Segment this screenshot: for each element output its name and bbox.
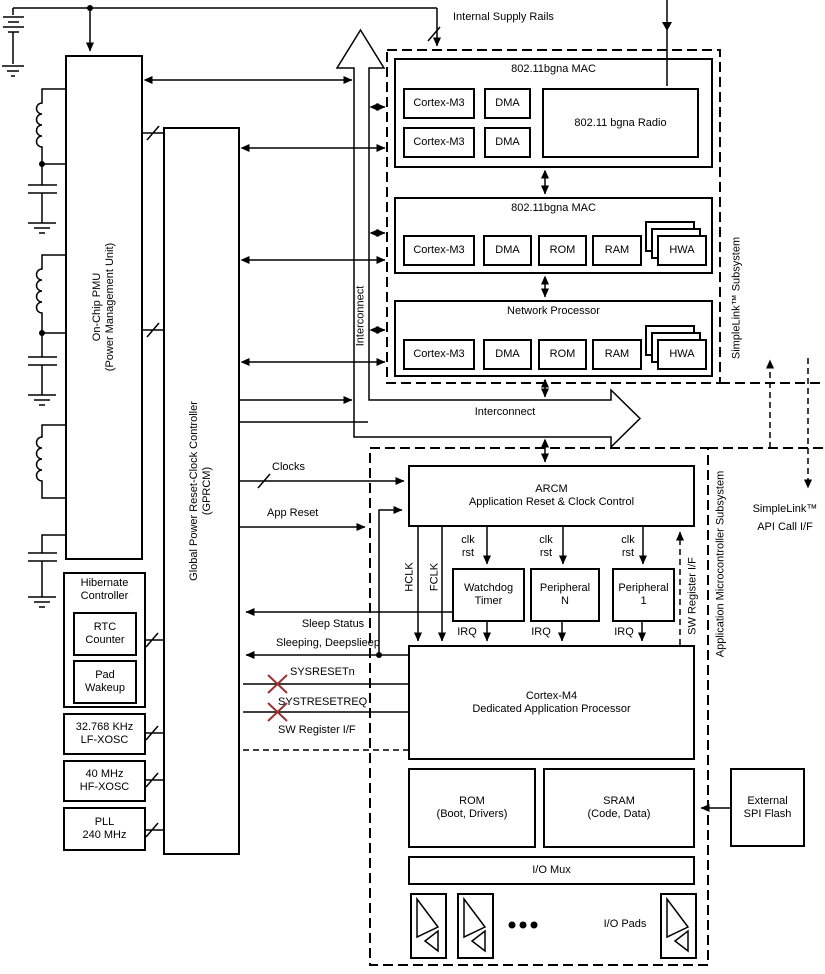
interconnect-horizontal-label: Interconnect	[474, 406, 536, 418]
io-pad-2	[457, 893, 494, 959]
rom-block: ROM(Boot, Drivers)	[408, 768, 536, 848]
np-rom: ROM	[538, 339, 587, 370]
io-pad-1	[410, 893, 447, 959]
gprcm-simplelink-wires	[240, 103, 386, 423]
mac1-dma-bottom: DMA	[484, 127, 531, 158]
pmu-wires	[143, 76, 353, 338]
mac2-cortex-m3: Cortex-M3	[403, 235, 475, 266]
sysresetn-label: SYSRESETn	[290, 666, 355, 678]
api-call-dashed-arrows	[766, 358, 812, 489]
reset-x-marks	[267, 674, 288, 722]
clocks-label: Clocks	[272, 461, 306, 473]
subsystem-dashed-borders	[369, 49, 823, 966]
io-pad-buffer-icon	[463, 896, 487, 953]
gprcm-block	[163, 127, 240, 855]
interconnect-arrow-shape	[335, 28, 642, 449]
np-hwa: HWA	[657, 339, 707, 370]
rst-label-3: rst	[621, 547, 635, 559]
mac2-rom: ROM	[538, 235, 587, 266]
api-call-label-line2: API Call I/F	[757, 521, 813, 533]
radio-block: 802.11 bgna Radio	[542, 88, 699, 158]
rst-label-1: rst	[461, 547, 475, 559]
pmu-block	[65, 55, 143, 560]
io-pad-buffer-icon	[666, 896, 690, 953]
sleep-status-label-line1: Sleep Status	[301, 618, 365, 630]
irq-label-1: IRQ	[457, 626, 477, 638]
mac1-cortex-m3-bottom: Cortex-M3	[403, 127, 475, 158]
clk-label-2: clk	[539, 534, 553, 546]
arcm-output-wires	[414, 527, 684, 645]
gprcm-label: Global Power Reset-Clock Controller(GPRC…	[188, 401, 213, 581]
mac2-hwa: HWA	[657, 235, 707, 266]
sw-register-if-label: SW Register I/F	[278, 724, 356, 736]
simplelink-subsystem-label: SimpleLink™ Subsystem	[730, 236, 743, 360]
rst-label-2: rst	[539, 547, 553, 559]
irq-label-2: IRQ	[531, 626, 551, 638]
sram-block: SRAM(Code, Data)	[543, 768, 695, 848]
lc-filter-symbols	[28, 88, 65, 608]
fclk-label: FCLK	[428, 562, 441, 592]
hclk-label: HCLK	[403, 562, 416, 592]
mac2-ram: RAM	[592, 235, 642, 266]
sw-register-if-vertical-label: SW Register I/F	[686, 557, 699, 635]
arcm-input-wires	[240, 473, 405, 658]
internal-supply-rails-label: Internal Supply Rails	[453, 11, 554, 23]
supply-rail-wires	[2, 5, 441, 77]
clk-label-1: clk	[461, 534, 475, 546]
irq-label-3: IRQ	[614, 626, 634, 638]
clock-source-wires	[145, 632, 163, 838]
np-dma: DMA	[483, 339, 532, 370]
sleep-status-label-line2: Sleeping, Deepslieep	[276, 637, 380, 649]
io-pad-3	[660, 893, 697, 959]
interconnect-vertical-label: Interconnect	[354, 285, 367, 347]
io-mux-block: I/O Mux	[408, 856, 695, 885]
app-mcu-subsystem-label: Application Microcontroller Subsystem	[714, 470, 727, 658]
sleep-reset-wires	[243, 608, 452, 751]
ellipsis-dots	[508, 921, 538, 929]
mac1-dma-top: DMA	[484, 88, 531, 119]
io-pads-label: I/O Pads	[603, 918, 647, 930]
app-reset-label: App Reset	[267, 507, 319, 519]
pmu-label: On-Chip PMU(Power Management Unit)	[91, 242, 116, 372]
io-pad-buffer-icon	[416, 896, 440, 953]
api-call-label-line1: SimpleLink™	[752, 503, 818, 515]
clk-label-3: clk	[621, 534, 635, 546]
mac1-cortex-m3-top: Cortex-M3	[403, 88, 475, 119]
mac2-dma: DMA	[483, 235, 532, 266]
np-ram: RAM	[592, 339, 642, 370]
np-cortex-m3: Cortex-M3	[403, 339, 475, 370]
systresetreq-label: SYSTRESETREQ	[278, 696, 368, 708]
